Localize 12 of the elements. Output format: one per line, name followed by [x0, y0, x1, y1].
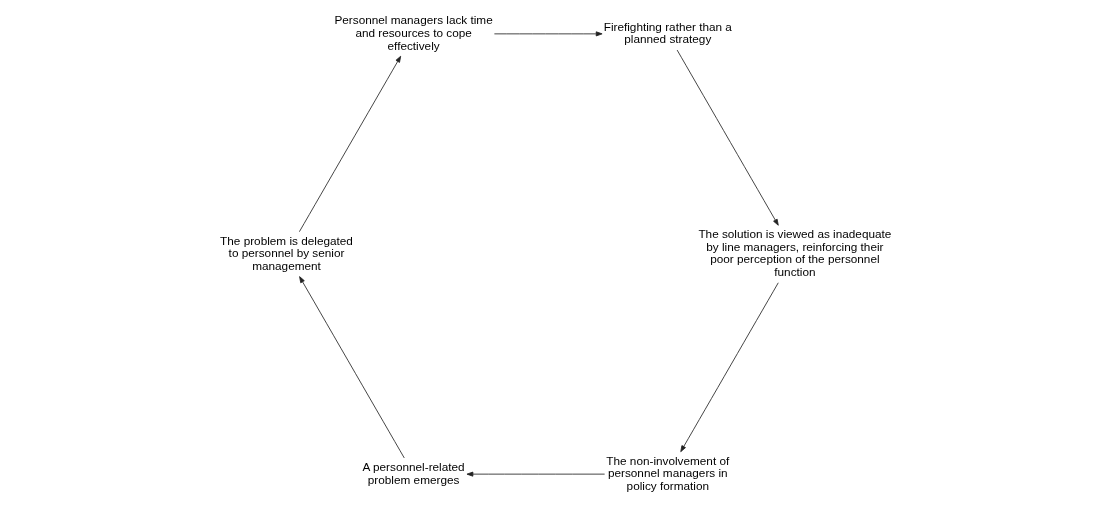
- node-text: The solution is viewed as inadequate by line managers, reinforcing their poor perception of the personnel function: [698, 227, 892, 279]
- node-text: The problem is delegated to personnel by senior management: [220, 233, 353, 272]
- arrow: [299, 276, 405, 459]
- node-text: The non-involvement of personnel managers in policy formation: [606, 453, 730, 492]
- arrow: [680, 282, 779, 453]
- arrow: [676, 49, 779, 226]
- arrow: [466, 471, 606, 477]
- arrow: [493, 31, 603, 37]
- node-text: A personnel-related problem emerges: [362, 459, 465, 486]
- node-text: Personnel managers lack time and resources to cope effectively: [334, 13, 493, 52]
- arrow: [298, 55, 402, 233]
- node-text: Firefighting rather than a planned strategy: [603, 19, 732, 46]
